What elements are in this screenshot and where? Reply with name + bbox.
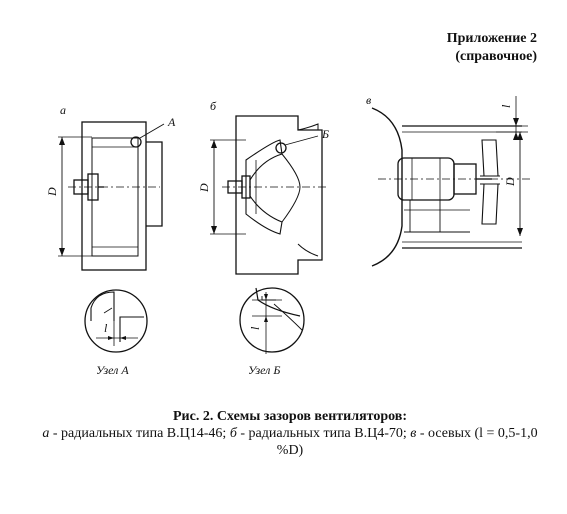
diagram-a-inlet	[146, 141, 163, 227]
figure-caption-description: а - радиальных типа В.Ц14-46; б - радиал…	[40, 425, 540, 459]
diagram-b-housing	[235, 115, 323, 275]
node-a-caption: Узел А	[96, 363, 129, 377]
diagram-v-dim-d: D	[503, 177, 517, 187]
node-b-marker: Б	[321, 127, 329, 141]
node-b-dim-l: l	[248, 326, 262, 330]
diagram-a	[58, 121, 165, 271]
node-b-detail	[239, 287, 305, 354]
diagram-a-housing	[81, 121, 147, 271]
diagram-a-impeller	[91, 137, 139, 257]
appendix-type: (справочное)	[455, 49, 537, 64]
appendix-number: Приложение 2	[446, 31, 537, 46]
diagram-b	[210, 115, 326, 275]
diagram-v	[371, 96, 532, 267]
diagram-b-dim-d: D	[197, 183, 211, 193]
node-b-caption: Узел Б	[248, 363, 281, 377]
figure-caption-title: Рис. 2. Схемы зазоров вентиляторов:	[172, 409, 407, 424]
fan-clearance-diagram: а А D l Узел А б Б D l Узел Б в l D	[45, 93, 532, 377]
caption-text-v: - осевых (l = 0,5-1,0 %D)	[276, 426, 538, 458]
diagram-v-impeller	[481, 139, 499, 177]
caption-letter-v: в	[410, 426, 417, 441]
node-a-marker: А	[167, 115, 176, 129]
appendix-heading: Приложение 2 (справочное)	[447, 30, 537, 66]
node-a-dim-l: l	[104, 321, 108, 335]
diagram-a-dim-d: D	[45, 187, 59, 197]
diagram-v-bellmouth	[371, 107, 403, 267]
diagram-v-dim-l: l	[499, 104, 513, 108]
caption-text-a: - радиальных типа В.Ц14-46;	[49, 426, 230, 441]
caption-letter-b: б	[229, 426, 237, 441]
diagram-v-label: в	[366, 93, 371, 107]
figure-caption: Рис. 2. Схемы зазоров вентиляторов: а - …	[40, 408, 540, 459]
diagram-b-label: б	[210, 99, 217, 113]
caption-text-b: - радиальных типа В.Ц4-70;	[236, 426, 411, 441]
caption-letter-a: а	[42, 426, 50, 441]
node-a-detail	[84, 289, 148, 353]
diagram-a-label: а	[60, 103, 66, 117]
